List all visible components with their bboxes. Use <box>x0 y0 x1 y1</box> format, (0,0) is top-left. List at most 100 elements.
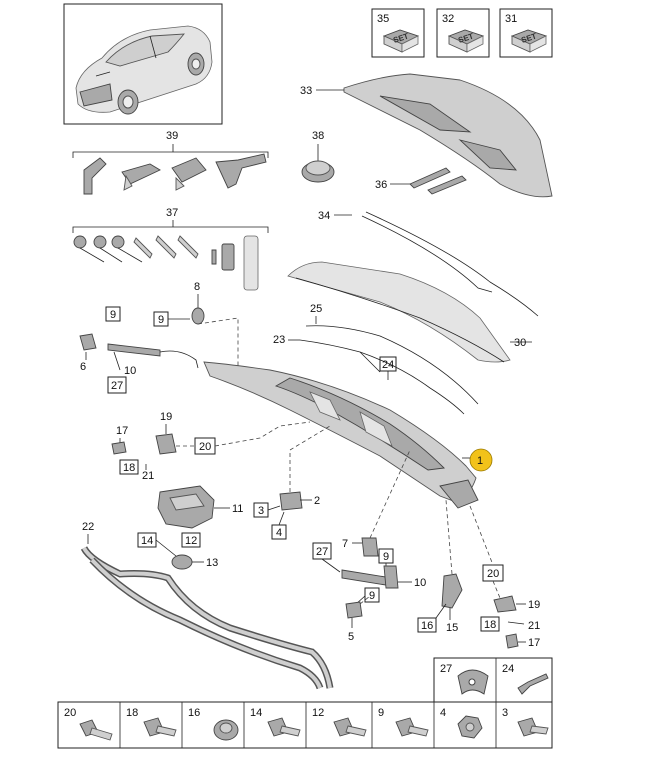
part-9-box-d[interactable]: 9 <box>355 587 380 605</box>
part-20-box-a[interactable]: 20 <box>194 437 216 455</box>
svg-text:17: 17 <box>528 637 540 649</box>
group-37: 37 <box>72 207 269 291</box>
legend-fastener-20[interactable]: 20 <box>64 707 113 741</box>
svg-text:9: 9 <box>383 551 389 563</box>
svg-text:9: 9 <box>378 707 384 719</box>
part-21-pin-left[interactable]: 21 <box>142 464 154 482</box>
part-18-box-a[interactable]: 18 <box>119 459 139 475</box>
part-9-box-b[interactable]: 9 <box>153 311 190 327</box>
svg-text:16: 16 <box>421 620 433 632</box>
part-15-actuator[interactable]: 15 <box>441 573 463 634</box>
svg-text:22: 22 <box>82 521 94 533</box>
part-36-clips[interactable]: 36 <box>375 167 467 195</box>
svg-text:10: 10 <box>414 577 426 589</box>
part-34-seal-strip[interactable]: 34 <box>318 210 539 317</box>
svg-text:19: 19 <box>160 411 172 423</box>
legend-item-24[interactable]: 24 <box>502 663 549 695</box>
part-10-gas-strut-right[interactable]: 10 <box>341 565 426 589</box>
part-3-box[interactable]: 3 <box>253 502 281 518</box>
vehicle-thumbnail <box>63 3 223 125</box>
legend-fastener-4[interactable]: 4 <box>440 707 483 739</box>
svg-text:27: 27 <box>316 546 328 558</box>
part-21-pin-right[interactable]: 21 <box>507 620 540 632</box>
svg-text:13: 13 <box>206 557 218 569</box>
svg-text:20: 20 <box>487 568 499 580</box>
svg-text:9: 9 <box>369 590 375 602</box>
legend-fastener-12[interactable]: 12 <box>312 707 367 737</box>
fastener-parts-37[interactable] <box>73 235 259 291</box>
connector-parts-39[interactable] <box>83 153 267 195</box>
legend-fastener-3[interactable]: 3 <box>502 707 549 737</box>
svg-text:3: 3 <box>258 505 264 517</box>
set-item-32[interactable]: 32 SET <box>436 8 490 58</box>
svg-text:27: 27 <box>111 380 123 392</box>
legend-fastener-18[interactable]: 18 <box>126 707 177 737</box>
svg-text:12: 12 <box>312 707 324 719</box>
set-item-31[interactable]: 31 SET <box>499 8 553 58</box>
svg-text:9: 9 <box>110 309 116 321</box>
svg-text:20: 20 <box>199 441 211 453</box>
svg-text:24: 24 <box>382 359 394 371</box>
svg-text:2: 2 <box>314 495 320 507</box>
svg-text:8: 8 <box>194 281 200 293</box>
part-18-box-b[interactable]: 18 <box>480 616 500 632</box>
legend-fasteners: 20 18 16 14 12 9 4 <box>57 701 553 749</box>
svg-text:15: 15 <box>446 622 458 634</box>
svg-text:25: 25 <box>310 303 322 315</box>
svg-text:18: 18 <box>126 707 138 719</box>
part-19-hinge-left[interactable]: 19 <box>155 411 177 455</box>
svg-text:18: 18 <box>484 619 496 631</box>
part-27-box-a[interactable]: 27 <box>107 376 127 394</box>
svg-text:33: 33 <box>300 85 312 97</box>
part-19-hinge-right[interactable]: 19 <box>493 595 540 613</box>
svg-text:6: 6 <box>80 361 86 373</box>
part-38-cap[interactable]: 38 <box>301 130 335 183</box>
part-20-box-b[interactable]: 20 <box>482 564 504 582</box>
legend-fastener-16[interactable]: 16 <box>188 707 239 741</box>
legend-item-27[interactable]: 27 <box>440 663 489 695</box>
part-2-bracket[interactable]: 2 <box>279 491 320 511</box>
legend-fastener-9[interactable]: 9 <box>378 707 429 737</box>
part-24-label[interactable]: 24 <box>379 356 397 380</box>
svg-text:37: 37 <box>166 207 178 219</box>
part-22-weatherstrip[interactable]: 22 <box>80 521 334 690</box>
part-11-lock[interactable]: 11 <box>157 485 243 529</box>
svg-text:30: 30 <box>514 337 526 349</box>
part-23-wiring[interactable]: 23 <box>273 334 465 415</box>
legend-fastener-14[interactable]: 14 <box>250 707 301 737</box>
set-item-35[interactable]: 35 SET <box>371 8 425 58</box>
svg-text:5: 5 <box>348 631 354 643</box>
svg-text:23: 23 <box>273 334 285 346</box>
part-10-gas-strut[interactable]: 10 <box>107 343 199 377</box>
svg-text:11: 11 <box>232 503 243 515</box>
part-14-box[interactable]: 14 <box>137 532 157 548</box>
part-17-buffer-left[interactable]: 17 <box>111 425 128 455</box>
svg-text:24: 24 <box>502 663 514 675</box>
svg-text:21: 21 <box>142 470 154 482</box>
part-4-box[interactable]: 4 <box>271 511 287 540</box>
part-30-rear-window[interactable]: 30 <box>287 261 532 363</box>
svg-text:10: 10 <box>124 365 136 377</box>
part-7-bracket[interactable]: 7 <box>342 537 379 557</box>
part-25-seal[interactable]: 25 <box>305 303 479 405</box>
part-5-bracket[interactable]: 5 <box>345 601 363 643</box>
svg-text:38: 38 <box>312 130 324 142</box>
svg-text:21: 21 <box>528 620 540 632</box>
part-13-nut[interactable]: 13 <box>155 539 218 570</box>
svg-text:18: 18 <box>123 462 135 474</box>
part-1-tailgate[interactable]: 1 <box>203 361 493 509</box>
part-12-box[interactable]: 12 <box>181 532 201 548</box>
part-27-box-b[interactable]: 27 <box>312 542 341 573</box>
part-6-bracket[interactable]: 6 <box>79 333 97 373</box>
svg-text:39: 39 <box>166 130 178 142</box>
part-9-box-a[interactable]: 9 <box>105 306 121 322</box>
svg-text:34: 34 <box>318 210 330 222</box>
part-33-spoiler[interactable]: 33 <box>300 73 553 198</box>
part-17-buffer-right[interactable]: 17 <box>505 633 540 649</box>
svg-text:14: 14 <box>250 707 262 719</box>
part-16-box[interactable]: 16 <box>417 603 447 633</box>
svg-text:4: 4 <box>440 707 446 719</box>
svg-text:1: 1 <box>477 455 483 467</box>
part-8-grommet[interactable]: 8 <box>191 281 205 325</box>
